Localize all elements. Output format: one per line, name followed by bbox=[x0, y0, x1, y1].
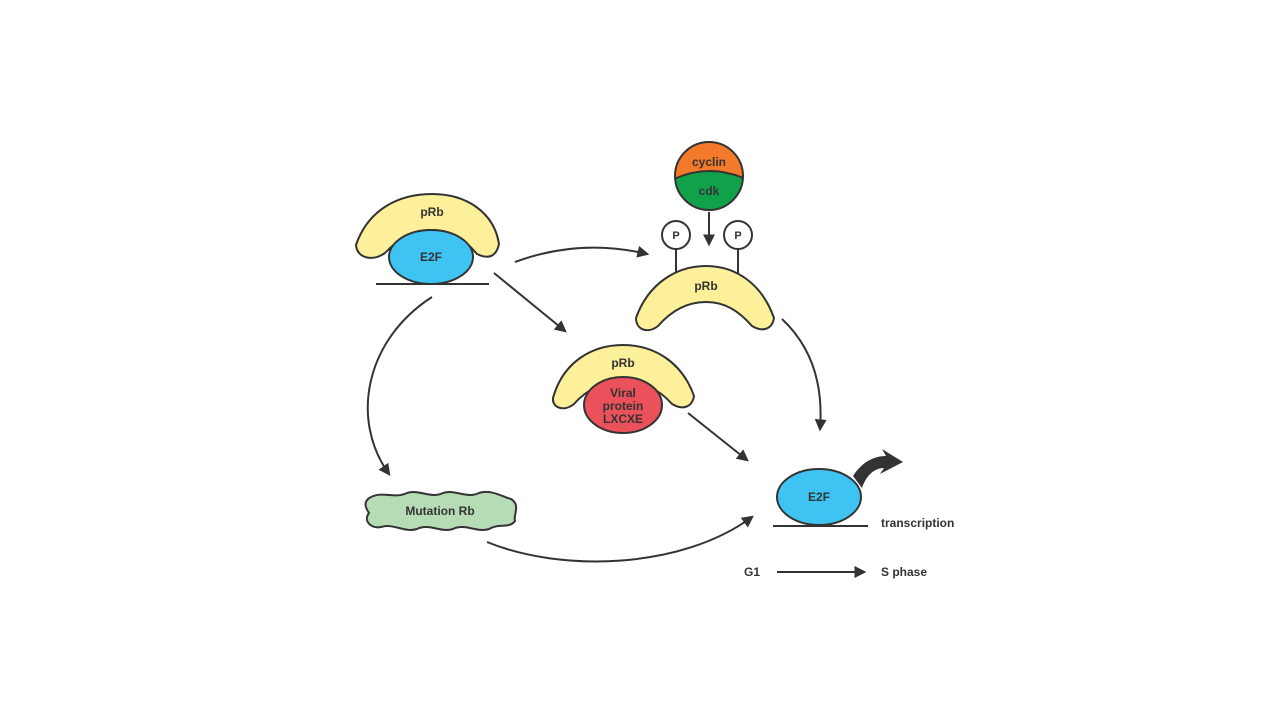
free-e2f: E2F transcription bbox=[773, 449, 954, 530]
arrow-complex-to-viral bbox=[493, 272, 567, 333]
viral-label-line1: Viral bbox=[610, 386, 636, 400]
phosphorylated-prb: P P pRb bbox=[634, 220, 776, 332]
cyclin-cdk-outline bbox=[674, 141, 744, 211]
cell-cycle-legend: G1 S phase bbox=[744, 565, 927, 579]
g1-label: G1 bbox=[744, 565, 760, 579]
e2f-label-free: E2F bbox=[808, 490, 830, 504]
viral-complex: pRb Viral protein LXCXE bbox=[551, 343, 696, 434]
phosphate-right bbox=[723, 220, 753, 250]
viral-protein-shape bbox=[583, 376, 663, 434]
prb-label-phosphorylated: pRb bbox=[694, 279, 717, 293]
prb-e2f-complex: pRb E2F bbox=[354, 192, 501, 285]
arrow-complex-to-mutation bbox=[366, 296, 433, 476]
mutation-rb-shape bbox=[364, 490, 518, 531]
mutation-rb-label: Mutation Rb bbox=[405, 504, 474, 518]
e2f-label-left: E2F bbox=[420, 250, 442, 264]
arrow-mutation-to-e2f bbox=[486, 515, 754, 563]
transcription-label: transcription bbox=[881, 516, 954, 530]
prb-label-viral: pRb bbox=[611, 356, 634, 370]
phosphate-left bbox=[661, 220, 691, 250]
prb-label-left: pRb bbox=[420, 205, 443, 219]
prb-shape-phosphorylated bbox=[634, 264, 776, 332]
arrow-phosphorylated-to-e2f bbox=[781, 318, 827, 432]
prb-shape-left bbox=[354, 192, 501, 259]
arrow-complex-to-phosphorylated bbox=[514, 245, 650, 263]
cyclin-cdk-divider bbox=[675, 170, 743, 181]
phosphate-right-label: P bbox=[734, 230, 741, 242]
viral-label-line3: LXCXE bbox=[603, 412, 643, 426]
curved-arrow-icon bbox=[853, 449, 903, 488]
phosphate-left-label: P bbox=[672, 230, 679, 242]
mutation-rb: Mutation Rb bbox=[364, 490, 518, 531]
cyclin-cdk-complex: cyclin cdk bbox=[674, 141, 744, 211]
cyclin-label: cyclin bbox=[692, 155, 726, 169]
viral-label-line2: protein bbox=[603, 399, 644, 413]
cdk-label: cdk bbox=[699, 184, 720, 198]
s-phase-label: S phase bbox=[881, 565, 927, 579]
arrow-viral-to-e2f bbox=[687, 412, 749, 462]
